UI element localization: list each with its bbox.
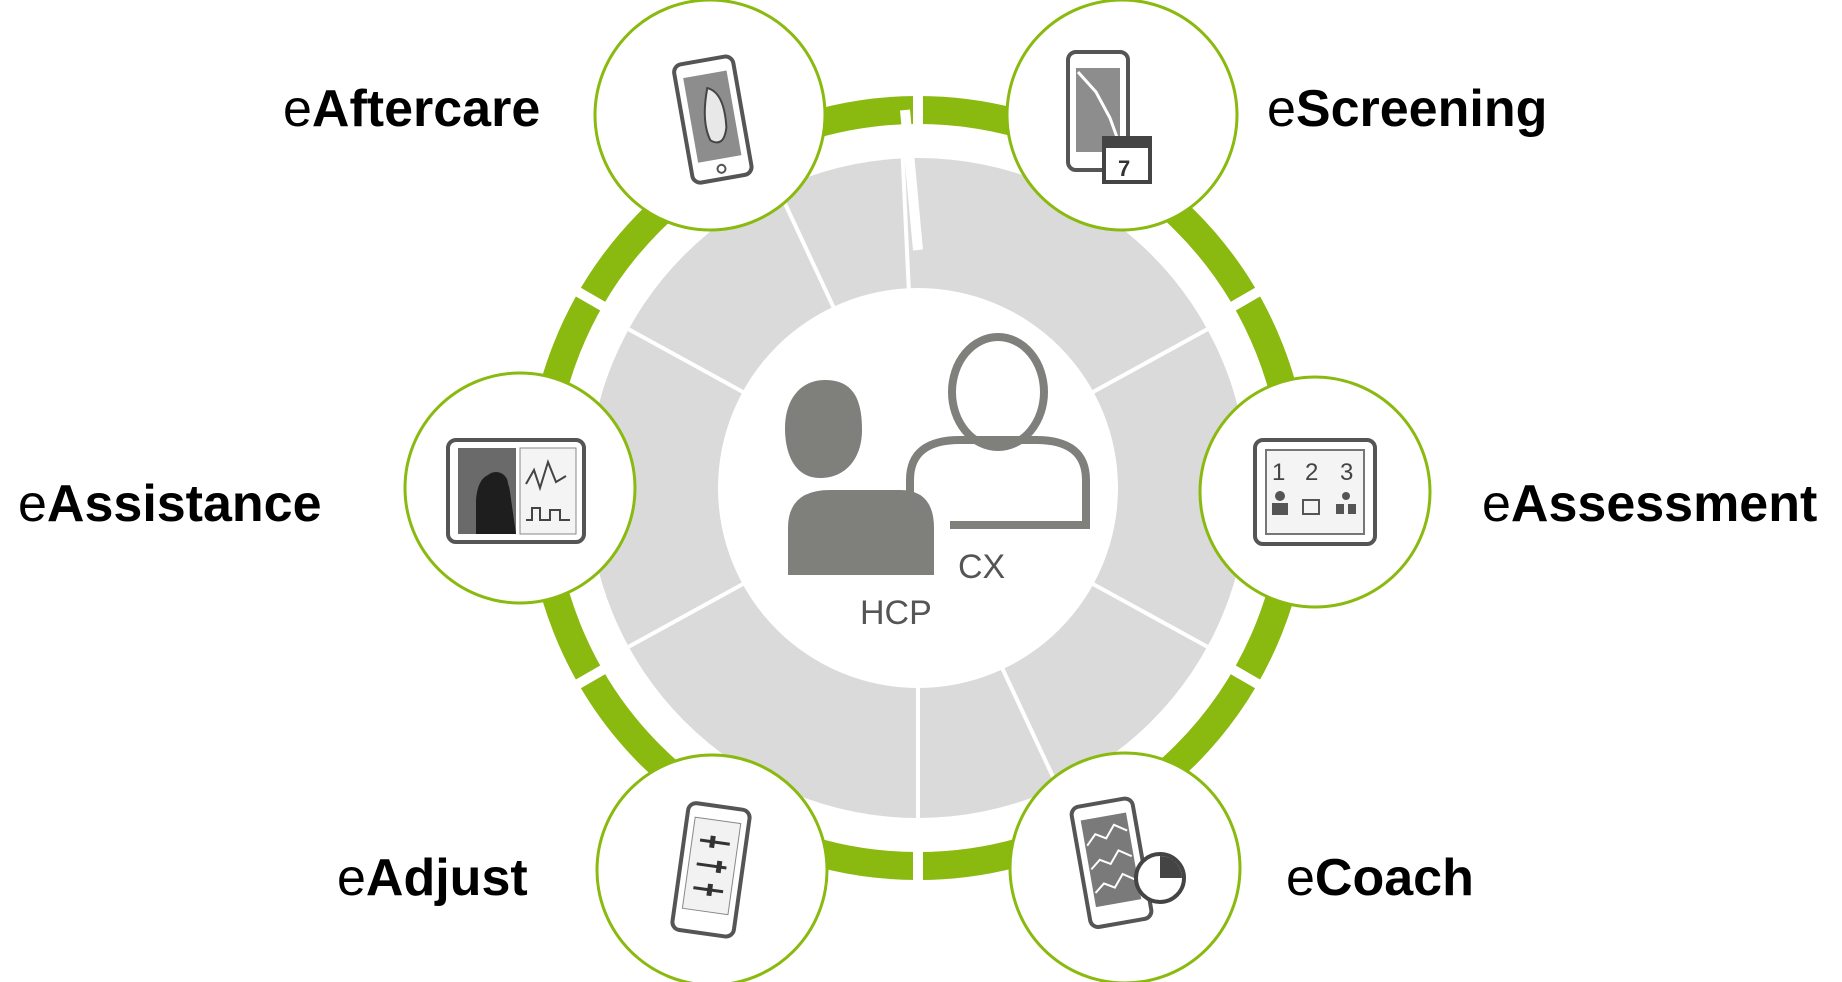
node-adjust[interactable] — [595, 753, 829, 982]
phone-clock-icon — [1069, 796, 1154, 929]
center-hub: HCP CX — [718, 288, 1118, 688]
label-adjust: eAdjust — [337, 849, 528, 907]
step-2: 2 — [1305, 459, 1318, 486]
label-screening: eScreening — [1267, 80, 1548, 138]
label-aftercare: eAftercare — [283, 80, 541, 138]
hcp-label: HCP — [860, 594, 932, 632]
step-1: 1 — [1272, 459, 1285, 486]
tablet-video-call-icon — [446, 438, 586, 544]
node-coach[interactable] — [1008, 751, 1242, 982]
phone-sliders-icon — [670, 801, 752, 939]
cx-person-icon — [906, 333, 1090, 529]
hearing-aid-phone-icon — [672, 54, 754, 185]
node-assistance[interactable] — [403, 371, 637, 605]
phone-calendar-icon: 7 — [1066, 50, 1152, 184]
hcp-person-icon — [785, 380, 934, 575]
node-screening[interactable]: 7 — [1005, 0, 1239, 232]
cx-label: CX — [958, 548, 1005, 586]
node-assessment[interactable]: 1 2 3 — [1198, 375, 1432, 609]
step-3: 3 — [1340, 459, 1353, 486]
node-aftercare[interactable] — [593, 0, 827, 232]
label-assistance: eAssistance — [18, 475, 322, 533]
label-coach: eCoach — [1286, 849, 1474, 907]
label-assessment: eAssessment — [1482, 475, 1818, 533]
tablet-steps-icon: 1 2 3 — [1253, 438, 1377, 546]
calendar-day: 7 — [1118, 156, 1130, 181]
